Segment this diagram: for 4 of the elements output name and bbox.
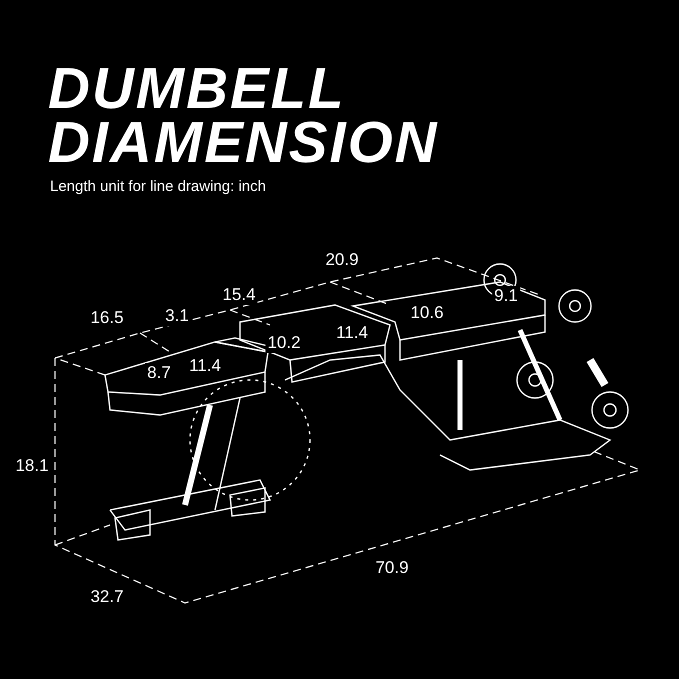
- dimension-label: 3.1: [163, 306, 191, 326]
- dimension-label: 10.2: [265, 333, 303, 353]
- title: DUMBELL DIAMENSION: [48, 62, 440, 170]
- subtitle: Length unit for line drawing: inch: [50, 178, 266, 195]
